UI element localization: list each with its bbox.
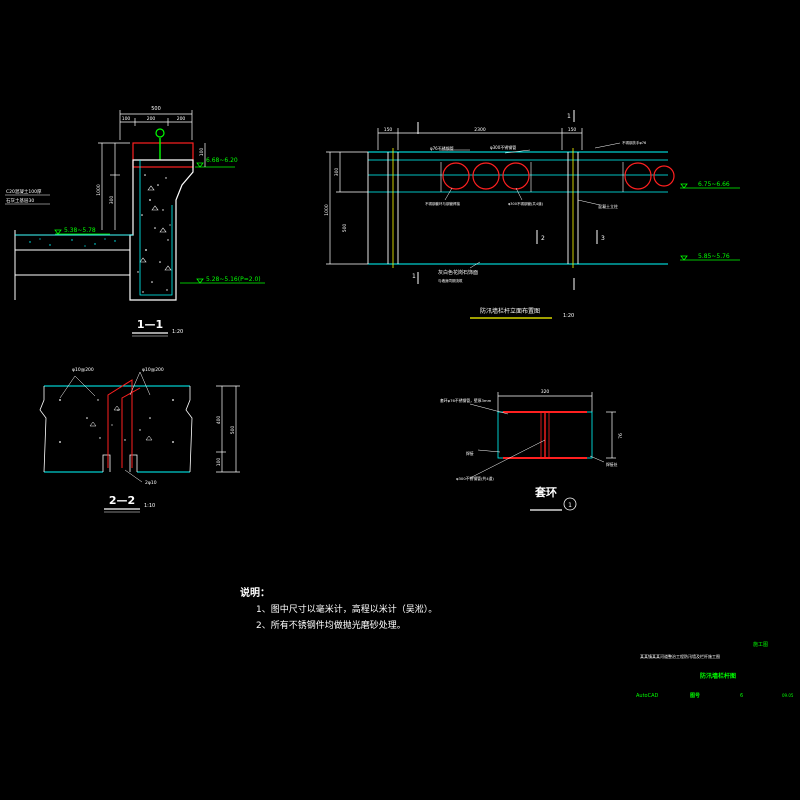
ring-label-left: 焊接 <box>466 451 474 456</box>
elev-mark-top <box>195 162 235 168</box>
dim-top-part-3: 200 <box>177 116 186 122</box>
elev-bottom: 5.28~5.16(P=2.0) <box>206 276 261 283</box>
elev-mark-bottom <box>180 278 265 284</box>
ring-dim-right <box>606 411 616 459</box>
drawing-title: 防汛墙栏杆图 <box>700 672 736 680</box>
dim-side-lower: 300 <box>109 196 115 205</box>
notes-heading: 说明： <box>240 588 270 599</box>
callout-column: 混凝土立柱 <box>598 203 618 209</box>
section-2-2: φ10@200 φ10@200 2φ10 400 500 100 2—2 1:1… <box>39 367 240 513</box>
rebar-leaders-2-2 <box>59 371 151 483</box>
break-right <box>185 386 193 473</box>
slab-hatch <box>29 238 116 247</box>
columns <box>367 152 579 264</box>
ring-leaders <box>469 403 605 479</box>
dim-height-1-1: 1000 <box>96 184 102 196</box>
label-rebar-2: φ10@200 <box>142 367 164 373</box>
note-item-1: 1、图中尺寸以毫米计，高程以米计（吴淞）。 <box>256 605 438 615</box>
callout-top-right: 不锈钢扶手φ76 <box>622 140 646 145</box>
label-bottom: 2φ10 <box>145 480 157 486</box>
general-notes: 说明： 1、图中尺寸以毫米计，高程以米计（吴淞）。 2、所有不锈钢件均做抛光磨砂… <box>240 586 437 634</box>
dim-top-part-1: 100 <box>122 116 131 122</box>
ring-dim-width: 320 <box>541 389 550 395</box>
dim-lower-2-2: 100 <box>216 458 222 467</box>
ring-title: 套环 <box>535 485 557 499</box>
ring-dim-height: 76 <box>618 433 624 439</box>
ring-frames <box>440 162 624 192</box>
elev-mark-mid <box>54 229 110 235</box>
elev-top: 6.68~6.20 <box>206 157 238 164</box>
elev-right-top: 6.75~6.66 <box>698 181 730 188</box>
note-item-2: 2、所有不锈钢件均做抛光磨砂处理。 <box>256 621 406 631</box>
elev-dim-right: 150 <box>568 127 577 133</box>
dim-top-total: 500 <box>151 106 161 112</box>
concrete-hatch <box>137 174 172 293</box>
detail-ring: 320 套环φ76不锈钢管，壁厚3mm 焊接 φ300不锈钢管(共4道) 焊接处… <box>440 389 624 511</box>
note-left-1: C20混凝土100厚 <box>6 188 42 195</box>
ring-label-top: 套环φ76不锈钢管，壁厚3mm <box>440 398 492 403</box>
dim-side <box>98 142 206 230</box>
dim-height-2-2: 400 <box>216 416 222 425</box>
ring-label-right: 焊接处 <box>606 462 618 467</box>
sheet-no: 6 <box>740 693 743 699</box>
railing-elevation: 150 2300 150 1 2 <box>324 110 740 319</box>
dim-2-2 <box>216 385 240 473</box>
callout-wall-2: 与墙身同期浇筑 <box>438 278 463 283</box>
callout-ring: φ300不锈钢管 <box>490 144 516 150</box>
software-label: AutoCAD <box>636 693 659 699</box>
section-2-2-scale: 1:10 <box>144 503 155 509</box>
ring-pipes <box>442 162 675 190</box>
label-rebar-1: φ10@200 <box>72 367 94 373</box>
elev-dim-height: 1000 <box>324 204 330 216</box>
column-axes <box>392 148 574 268</box>
concrete-hatch-2-2 <box>59 399 174 443</box>
cut-mark-1: 1 <box>412 273 416 280</box>
detail-number-circle <box>563 497 577 511</box>
drawing-date: 09.05 <box>782 693 794 698</box>
callout-leaders <box>440 142 621 269</box>
section-2-2-title: 2—2 <box>109 494 135 507</box>
dim-side-upper: 100 <box>199 148 205 157</box>
ring-label-bottom: φ300不锈钢管(共4道) <box>456 476 494 481</box>
callout-note-1: 不锈钢套环与钢管焊接 <box>425 201 460 206</box>
ring-detail-no: 1 <box>568 502 572 509</box>
rebar-2-2 <box>107 379 133 468</box>
cut-mark-top: 1 <box>567 113 571 120</box>
railing-outline <box>132 142 194 168</box>
callout-note-2: φ300不锈钢管(共4道) <box>508 201 544 206</box>
elevation-dim-top <box>377 128 583 150</box>
callout-wall: 灰白色花岗石饰面 <box>438 269 478 276</box>
note-left-2: 石灰土基层30 <box>6 197 34 204</box>
elev-dim-lower: 500 <box>342 224 348 233</box>
ring-dim-top <box>497 392 593 412</box>
elevation-scale: 1:20 <box>563 313 574 319</box>
sheet-label: 图号 <box>690 692 700 699</box>
elevation-title: 防汛墙栏杆立面布置图 <box>480 307 540 315</box>
cut-mark-2: 2 <box>541 235 545 242</box>
dim-top <box>119 110 193 140</box>
dim-total-2-2: 500 <box>230 426 236 435</box>
title-block: 施工图 某某镇某某河道整治工程防汛墙及栏杆施工图 防汛墙栏杆图 AutoCAD … <box>636 641 794 699</box>
elev-right-bottom: 5.85~5.76 <box>698 253 730 260</box>
elev-dim-span: 2300 <box>474 127 486 133</box>
project-name: 某某镇某某河道整治工程防汛墙及栏杆施工图 <box>640 653 720 659</box>
dim-top-part-2: 200 <box>147 116 156 122</box>
section-1-1-title: 1—1 <box>137 318 163 331</box>
break-left <box>39 386 47 473</box>
project-no: 施工图 <box>753 641 768 648</box>
cut-mark-3: 3 <box>601 235 605 242</box>
section-1-1: 500 100 200 200 <box>5 106 265 337</box>
elev-mid: 5.38~5.78 <box>64 227 96 234</box>
elev-dim-upper: 300 <box>334 168 340 177</box>
elev-dim-left: 150 <box>384 127 393 133</box>
elevation-dim-left <box>326 151 368 265</box>
rebar-1-1 <box>139 160 173 296</box>
railing-ball <box>155 128 165 138</box>
section-1-1-scale: 1:20 <box>172 329 183 335</box>
callout-pipe: φ76不锈钢管 <box>430 145 454 151</box>
cut-markers <box>417 110 598 290</box>
